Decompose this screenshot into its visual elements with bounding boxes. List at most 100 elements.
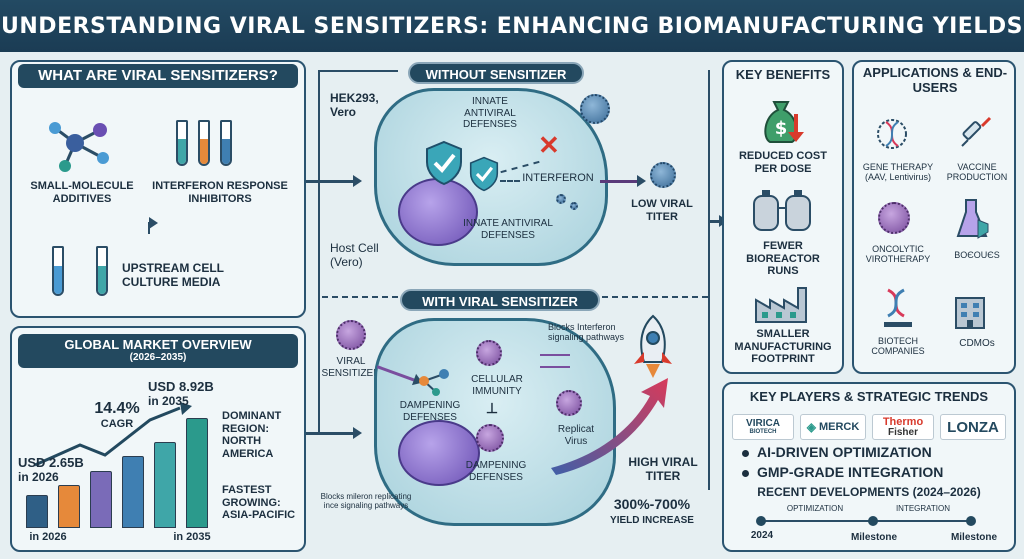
bioreactor-icon	[753, 190, 811, 231]
timeline-label-integration: INTEGRATION	[895, 504, 951, 513]
x-label-end: in 2035	[173, 531, 211, 543]
money-bag-icon: $	[764, 101, 804, 143]
host-cell-with	[374, 318, 616, 526]
fastest-growing: FASTEST GROWING: ASIA-PACIFIC	[222, 484, 296, 522]
test-tube-icon	[198, 120, 210, 166]
connector-arrow	[306, 427, 362, 439]
building-icon	[955, 297, 985, 329]
virus-icon	[476, 340, 502, 366]
market-bar	[90, 471, 112, 528]
what-item-additives: SMALL-MOLECULE ADDITIVES	[30, 180, 134, 205]
without-heading: WITHOUT SENSITIZER	[408, 62, 584, 84]
timeline-line	[760, 520, 970, 522]
market-bar	[122, 456, 144, 528]
virus-icon	[476, 424, 504, 452]
title-bar: UNDERSTANDING VIRAL SENSITIZERS: ENHANCI…	[0, 0, 1024, 52]
rocket-icon	[634, 314, 672, 378]
app-vaccine: VACCINE PRODUCTION	[946, 162, 1008, 183]
logo-merck: ◈ MERCK	[800, 414, 866, 440]
logo-thermo-fisher: Thermo Fisher	[872, 414, 934, 440]
trend-arrow	[34, 402, 192, 467]
market-heading: GLOBAL MARKET OVERVIEW (2026–2035)	[18, 334, 298, 368]
shield-check-icon	[426, 140, 462, 186]
market-start-value: USD 2.65B in 2026	[18, 455, 84, 484]
page-title: UNDERSTANDING VIRAL SENSITIZERS: ENHANCI…	[1, 13, 1023, 39]
sensitizer-virus-icon	[336, 320, 366, 350]
shield-check-icon	[469, 156, 499, 192]
rising-arrow	[551, 378, 668, 475]
connector-arrow	[710, 215, 728, 227]
what-item-media: UPSTREAM CELL CULTURE MEDIA	[122, 261, 224, 289]
outcome-arrow	[600, 175, 646, 187]
trend-gmp: GMP-GRADE INTEGRATION	[742, 464, 943, 480]
trend-ai: AI-DRIVEN OPTIMIZATION	[742, 444, 932, 460]
market-end-value: USD 8.92B in 2035	[148, 379, 214, 408]
market-bar	[154, 442, 176, 528]
what-item-inhibitors: INTERFERON RESPONSE INHIBITORS	[152, 180, 288, 205]
logo-virica: VIRICA BIOTECH	[732, 414, 794, 440]
applications-panel	[852, 60, 1016, 374]
test-tube-icon	[220, 120, 232, 166]
yield-label: YIELD INCREASE	[610, 515, 694, 526]
host-lines-label: HEK293, Vero	[330, 91, 379, 119]
market-period: (2026–2035)	[129, 352, 187, 363]
dna-microscope-icon	[884, 288, 912, 327]
innate-defenses-bottom: INNATE ANTIVIRAL DEFENSES	[463, 218, 553, 241]
what-are-heading: WHAT ARE VIRAL SENSITIZERS?	[18, 64, 298, 88]
dampening-defenses-1: DAMPENING DEFENSES	[399, 400, 461, 423]
svg-text:$: $	[775, 118, 788, 139]
benefit-cost: REDUCED COST PER DOSE	[738, 150, 827, 175]
high-titer-label: HIGH VIRAL TITER	[628, 455, 698, 483]
merck-mark-icon: ◈	[806, 420, 816, 434]
connector-line	[708, 70, 710, 490]
down-arrow	[148, 217, 158, 234]
molecule-icon	[419, 369, 449, 396]
dna-virus-icon	[877, 119, 907, 149]
connector-line	[318, 70, 320, 432]
recent-developments: RECENT DEVELOPMENTS (2024–2026)	[757, 485, 981, 499]
bullet-dot	[742, 449, 749, 457]
cellular-immunity: CELLULAR IMMUNITY	[471, 374, 523, 397]
low-titer-label: LOW VIRAL TITER	[631, 198, 693, 223]
timeline-label-optimization: OPTIMIZATION	[786, 504, 844, 513]
oncolytic-virus-icon	[878, 202, 910, 234]
timeline-year: 2024	[750, 530, 774, 541]
test-tube-icon	[52, 246, 64, 296]
timeline-milestone-1: Milestone	[850, 532, 898, 543]
yield-value: 300%-700%	[613, 496, 691, 512]
benefit-footprint: SMALLER MANUFACTURING FOOTPRINT	[734, 328, 832, 366]
replicat-virus-label: Replicat Virus	[557, 424, 595, 447]
flask-icon	[956, 199, 989, 239]
market-bar	[186, 418, 208, 528]
market-title: GLOBAL MARKET OVERVIEW	[64, 337, 252, 352]
interferon-label: INTERFERON	[522, 172, 594, 184]
bullet-dot	[742, 469, 749, 477]
timeline-dot	[756, 516, 766, 526]
benefit-runs: FEWER BIOREACTOR RUNS	[746, 240, 820, 278]
app-biotech: BIOTECH COMPANIES	[871, 336, 925, 357]
dampening-defenses-2: DAMPENING DEFENSES	[465, 460, 527, 483]
signal-dash	[500, 180, 520, 182]
syringe-icon	[961, 116, 992, 147]
timeline-milestone-2: Milestone	[950, 532, 998, 543]
virus-icon	[650, 162, 676, 188]
connector-line	[318, 70, 398, 72]
nucleus	[398, 420, 480, 486]
connector-arrow	[306, 175, 362, 187]
test-tube-icon	[96, 246, 108, 296]
with-heading: WITH VIRAL SENSITIZER	[400, 289, 600, 311]
inhibit-symbol: ⊥	[485, 400, 499, 416]
sensitizer-label: VIRAL SENSITIZER	[321, 356, 381, 379]
innate-defenses-top: INNATE ANTIVIRAL DEFENSES	[463, 96, 517, 130]
app-bonus: BOЄOUЄS	[954, 250, 1000, 260]
app-cdmos: CDMOs	[959, 338, 995, 349]
market-bar	[58, 485, 80, 528]
host-cell-label: Host Cell (Vero)	[330, 241, 379, 269]
market-cagr: 14.4% CAGR	[94, 400, 140, 431]
applications-heading: APPLICATIONS & END-USERS	[862, 65, 1008, 95]
virus-icon	[556, 390, 582, 416]
x-label-start: in 2026	[29, 531, 67, 543]
app-gene-therapy: GENE THERAPY (AAV, Lentivirus)	[862, 162, 934, 183]
factory-icon	[755, 287, 807, 323]
logo-lonza: Lonza	[940, 414, 1006, 440]
